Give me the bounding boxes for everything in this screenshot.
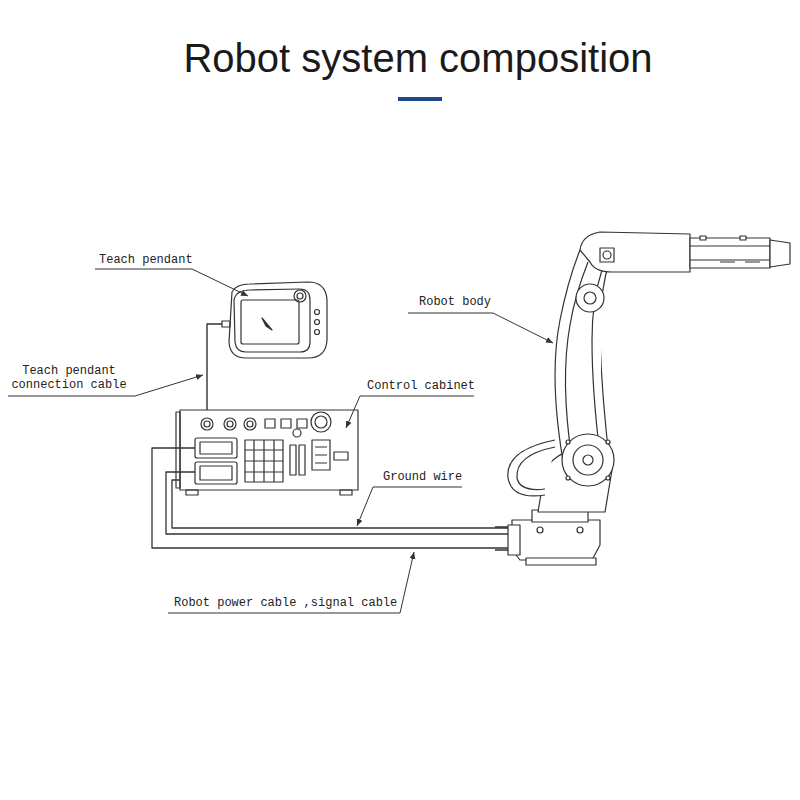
part-label: Robot body (418, 295, 492, 309)
part-label: Teach pendant (98, 253, 194, 267)
part-label: Teach pendant connection cable (6, 364, 132, 392)
teach-pendant (222, 282, 327, 358)
part-label: Ground wire (382, 470, 463, 484)
title: Robot system composition (100, 36, 736, 81)
robot-body (508, 232, 790, 565)
title-bar (398, 97, 442, 101)
control-cabinet (176, 410, 358, 495)
part-label: Control cabinet (366, 379, 476, 393)
robot-cables (152, 448, 512, 550)
part-label: Robot power cable ,signal cable (173, 596, 398, 610)
pendant-cable (207, 324, 222, 410)
leader-lines (8, 269, 553, 613)
